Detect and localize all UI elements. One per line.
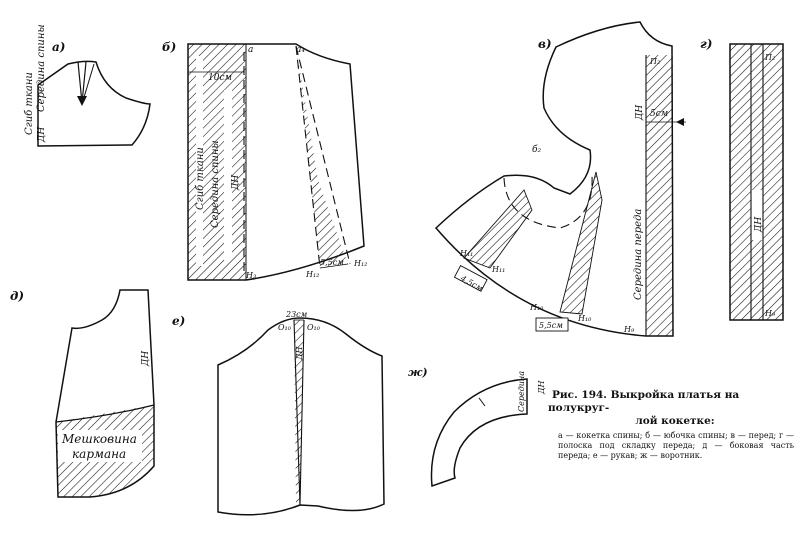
- pleat-strip-dn-label: ДН: [754, 217, 764, 233]
- front-hatched-wedge-left: [463, 189, 533, 269]
- back-skirt-pt-a4: а₄: [296, 45, 305, 55]
- side-front-outline: [55, 289, 155, 498]
- sleeve-hatched-dart: [294, 320, 304, 505]
- back-skirt-wedge-dashed-right: [295, 45, 351, 265]
- panel-zh-letter: ж): [408, 366, 428, 379]
- front-center-label: Середина переда: [633, 209, 644, 300]
- back-skirt-center-label: Середина спины: [210, 140, 221, 228]
- collar-outline: [430, 378, 528, 488]
- collar-center-label: Середина: [517, 371, 526, 412]
- arrow-left-icon: [676, 118, 684, 126]
- front-pt-n10-left: Н₁₀: [529, 303, 544, 312]
- side-front-dn-label: ДН: [141, 351, 151, 367]
- panel-a-back-yoke: а) Сгиб ткани Середина спины ДН: [24, 24, 151, 147]
- back-skirt-10cm-label: 10см: [208, 73, 232, 83]
- back-yoke-outline: [37, 60, 151, 147]
- front-pt-p2: П₂: [649, 57, 660, 66]
- arrow-down-icon: [77, 96, 87, 106]
- figure-caption: Рис. 194. Выкройка платья на полукруг- л…: [548, 389, 798, 461]
- caption-title-line2: лой кокетке:: [635, 415, 715, 427]
- back-skirt-pt-n12-right: Н₁₂: [353, 259, 367, 268]
- pleat-strip-hatched: [729, 43, 784, 321]
- pleat-strip-pt-n9: Н₉: [764, 309, 776, 318]
- panel-e-letter: е): [172, 314, 185, 328]
- back-skirt-55cm-label: 5,5см: [320, 258, 344, 267]
- sleeve-center-line-left: [293, 319, 301, 506]
- front-pt-b2: б₂: [532, 144, 541, 155]
- sleeve-pt-o10-right: О₁₀: [307, 323, 321, 332]
- panel-g-pleat-strip: г) П₂ ДН Н₉: [700, 37, 784, 321]
- back-skirt-hatched-wedge: [296, 46, 348, 268]
- front-dn-label: ДН: [635, 105, 645, 121]
- pocket-label-bg: [58, 430, 142, 462]
- panel-g-letter: г): [700, 37, 712, 51]
- panel-d-letter: д): [10, 289, 24, 303]
- back-skirt-pt-n12-left: Н₁₂: [305, 270, 319, 279]
- panel-b-back-skirt: б) 10см а а₄ Сгиб ткани Середина спины Д…: [162, 40, 367, 281]
- collar-dn-label: ДН: [537, 379, 546, 395]
- panel-d-side-front: д) Мешковина кармана ДН: [10, 289, 155, 498]
- front-55cm-label: 5,5см: [539, 321, 563, 330]
- back-skirt-wedge-dashed-left: [295, 45, 321, 269]
- back-skirt-55cm-dim: [319, 263, 349, 269]
- back-skirt-dn-label: ДН: [231, 175, 241, 191]
- pocket-label-line2: кармана: [72, 447, 126, 461]
- front-hatched-wedge-right: [559, 171, 603, 315]
- pocket-bag-line: [55, 404, 155, 423]
- caption-legend: а — кокетка спины; б — юбочка спины; в —…: [558, 431, 794, 460]
- panel-v-letter: в): [538, 37, 552, 51]
- panel-a-fold-label: Сгиб ткани: [24, 72, 35, 135]
- front-pt-n9: Н₉: [623, 325, 635, 334]
- pleat-strip-center-blank: [751, 190, 763, 240]
- back-skirt-pt-n3: Н₃: [245, 271, 256, 280]
- back-skirt-fold-blank: [196, 56, 203, 266]
- front-pt-n11-left: Н₁₁: [459, 249, 473, 258]
- pocket-label-line1: Мешковина: [61, 432, 137, 446]
- sleeve-outline: [217, 317, 385, 516]
- panel-b-letter: б): [162, 40, 176, 54]
- sleeve-23cm-label: 23см: [285, 310, 308, 319]
- back-skirt-center-blank: [224, 90, 232, 260]
- pleat-strip-pt-p2: П₂: [764, 53, 775, 62]
- panel-a-dn-label: ДН: [37, 127, 47, 143]
- back-skirt-fold-label: Сгиб ткани: [195, 147, 206, 210]
- caption-title-line1: Рис. 194. Выкройка платья на полукруг-: [548, 389, 740, 414]
- front-45cm-box: [453, 265, 488, 292]
- panel-a-center-label: Середина спины: [36, 24, 47, 112]
- collar-notch: [478, 397, 486, 407]
- front-hatched-strip: [646, 55, 673, 336]
- back-skirt-pt-a: а: [248, 45, 253, 55]
- front-center-blank: [630, 145, 643, 315]
- front-outline: [434, 21, 674, 337]
- back-skirt-outline: [187, 43, 365, 281]
- sleeve-pt-o10-left: О₁₀: [278, 323, 292, 332]
- panel-v-front: в) 5см б₂ П₂ ДН Середина переда Н₁₁ Н₁₁ …: [434, 21, 686, 337]
- front-55cm-box: [535, 317, 569, 332]
- panel-a-letter: а): [52, 40, 65, 54]
- front-5cm-label: 5см: [650, 109, 668, 119]
- caption-title: Рис. 194. Выкройка платья на полукруг- л…: [548, 389, 798, 428]
- sleeve-dn-label: ДН: [295, 345, 304, 361]
- front-pt-n11-right: Н₁₁: [491, 265, 505, 274]
- sleeve-center-line-right: [299, 319, 305, 506]
- front-pt-n10-right: Н₁₀: [577, 314, 592, 323]
- panel-e-sleeve: е) 23см О₁₀ О₁₀ ДН: [172, 310, 385, 516]
- panel-zh-collar: ж) Середина ДН: [408, 366, 546, 488]
